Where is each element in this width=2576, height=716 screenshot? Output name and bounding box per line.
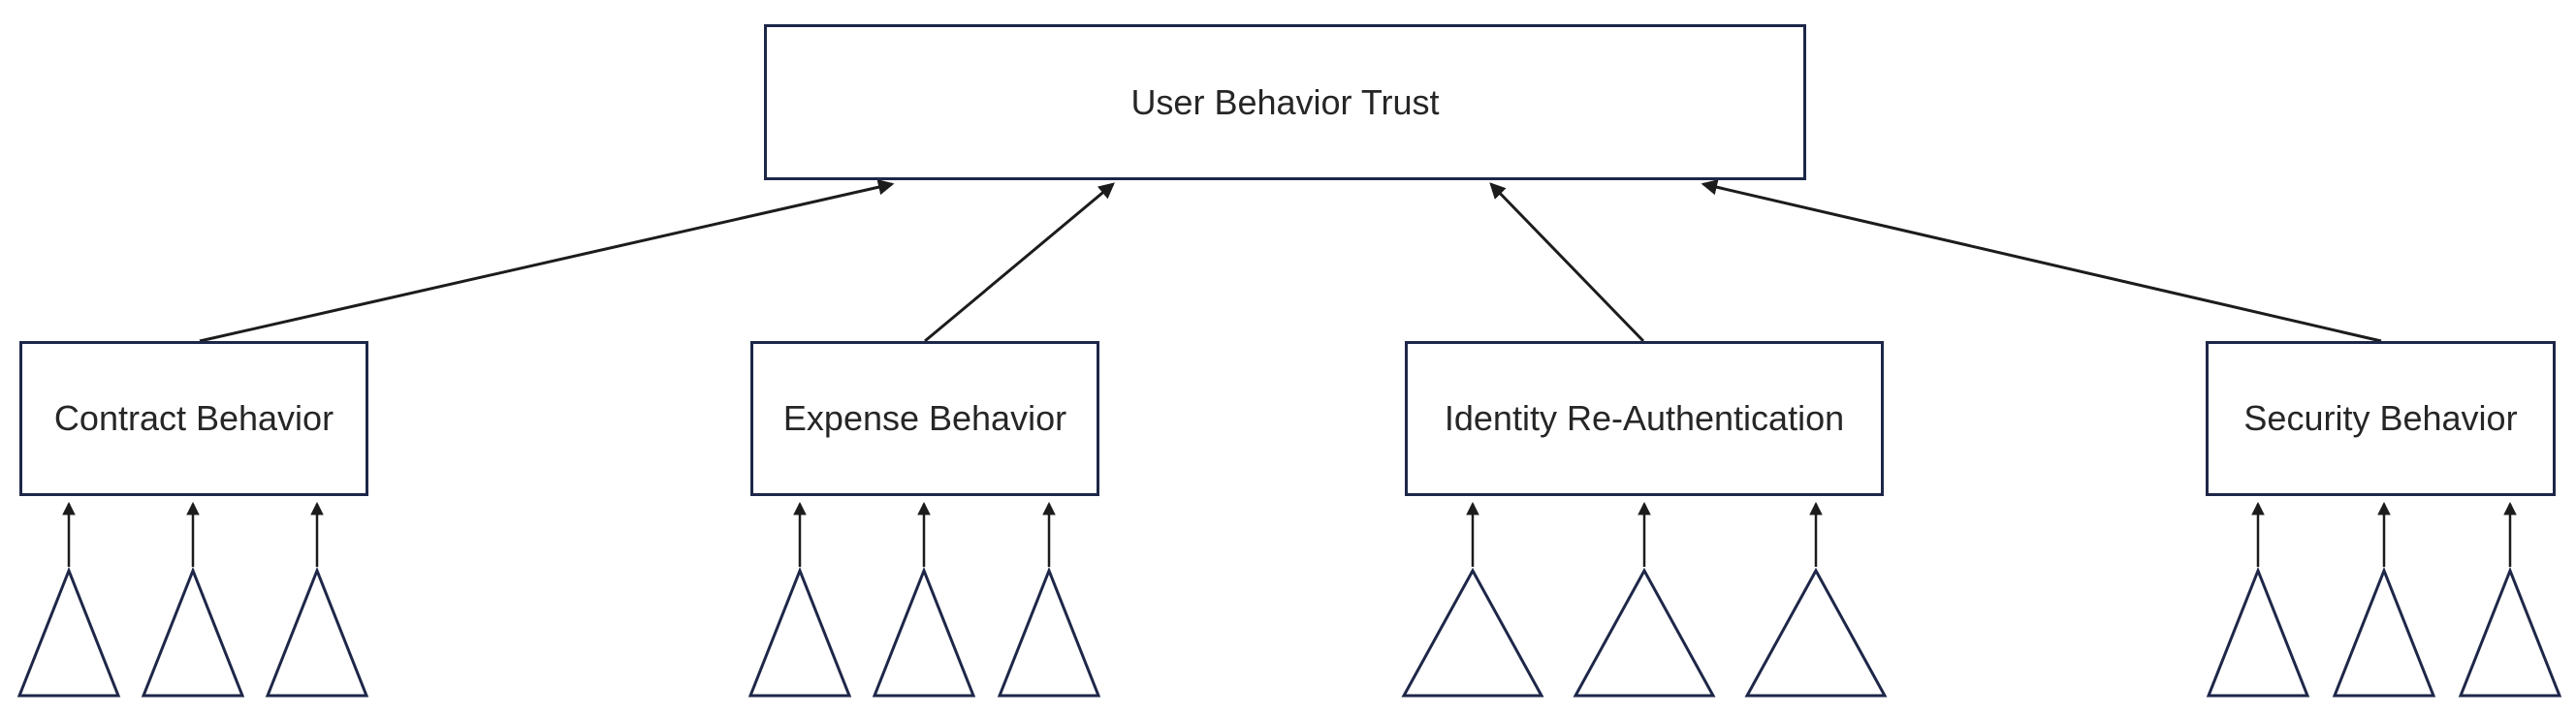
input-triangle [872,566,976,698]
input-group-identity [1401,501,1888,698]
node-contract-behavior: Contract Behavior [19,341,368,496]
node-label: Contract Behavior [53,398,334,439]
input-group-security [2206,501,2562,698]
input-triangle [997,566,1101,698]
input-triangle [1401,567,1544,698]
input-triangle [141,566,245,698]
node-label: Expense Behavior [782,398,1067,439]
node-user-behavior-trust: User Behavior Trust [764,24,1806,180]
edge-contract-to-root [199,179,895,343]
node-label: Identity Re-Authentication [1444,398,1845,439]
input-triangle [16,566,121,698]
node-expense-behavior: Expense Behavior [750,341,1099,496]
input-group-expense [747,501,1101,698]
input-group-contract [16,501,369,698]
node-label: User Behavior Trust [1130,81,1440,122]
edge-identity-to-root [1489,182,1645,343]
edge-security-to-root [1701,179,2382,343]
input-triangle [747,566,852,698]
edge-expense-to-root [924,182,1115,343]
input-triangle [1573,567,1716,698]
node-security-behavior: Security Behavior [2206,341,2556,496]
input-triangle [2332,566,2436,698]
input-triangle [2458,566,2562,698]
input-triangle [265,566,369,698]
input-triangle [2206,566,2310,698]
input-triangle [1744,567,1888,698]
node-identity-re-authentication: Identity Re-Authentication [1405,341,1884,496]
node-label: Security Behavior [2243,398,2518,439]
